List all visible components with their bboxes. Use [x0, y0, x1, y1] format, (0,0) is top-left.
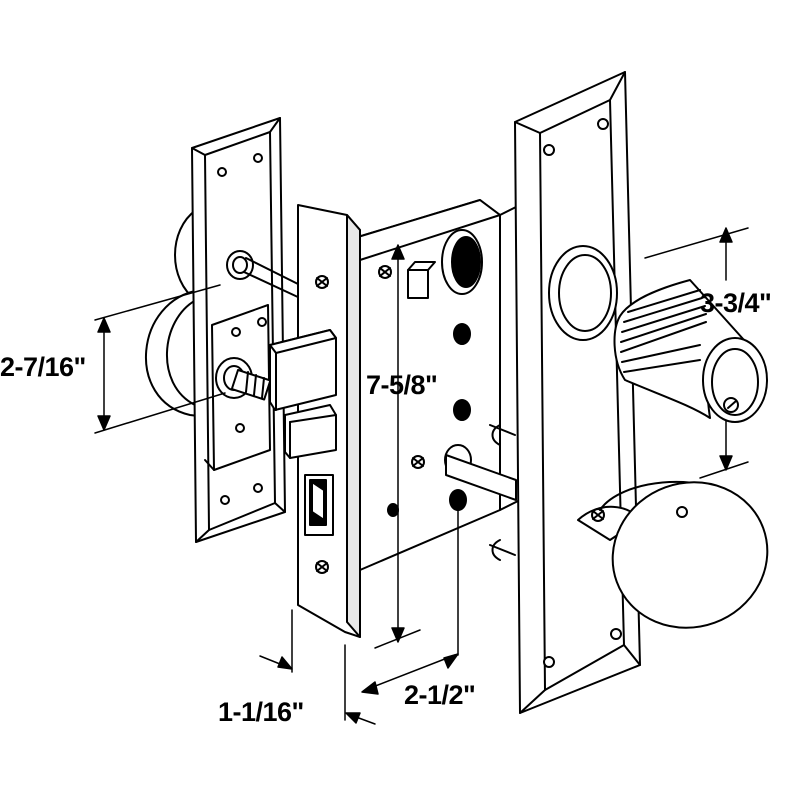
dimension-label-2-7-16: 2-7/16" — [0, 352, 86, 382]
dimension-label-2-1-2: 2-1/2" — [404, 680, 476, 710]
dimension-label-1-1-16: 1-1/16" — [218, 697, 304, 727]
outside-knob — [577, 480, 769, 629]
dimension-label-3-3-4: 3-3/4" — [700, 288, 772, 318]
inside-escutcheon-plate — [191, 117, 286, 543]
lock-cylinder — [613, 279, 768, 423]
dimension-label-7-5-8: 7-5/8" — [366, 370, 438, 400]
spindles — [230, 257, 301, 401]
latch-bolt — [269, 329, 337, 459]
dimension-lines — [94, 227, 749, 725]
outside-spindle — [445, 424, 517, 561]
outside-escutcheon-plate — [514, 71, 641, 714]
